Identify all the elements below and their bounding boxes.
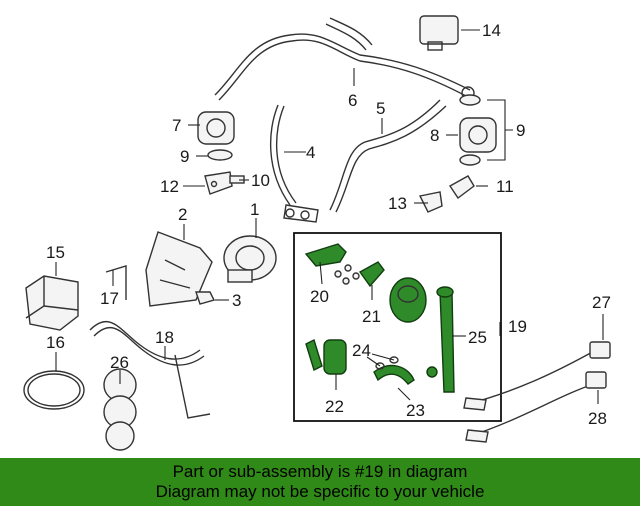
bracket-13[interactable] [418,191,443,213]
callout-8: 8 [430,126,439,145]
gasket-9-lower[interactable] [459,154,481,166]
assembly-19-box[interactable] [293,232,502,422]
callout-22: 22 [325,397,344,416]
callout-9-left: 9 [180,147,189,166]
pipe-25[interactable] [426,286,455,393]
callout-24: 24 [352,341,371,360]
callout-2: 2 [178,205,187,224]
gasket-9-upper[interactable] [459,94,481,106]
clip-24[interactable] [375,356,399,370]
callout-25: 25 [468,328,487,347]
hose-4[interactable] [269,104,319,223]
bracket-11[interactable] [448,175,475,200]
callout-17: 17 [100,289,119,308]
bracket-12[interactable] [204,171,233,195]
callout-4: 4 [306,143,315,162]
callout-18: 18 [155,328,174,347]
callout-6: 6 [348,91,357,110]
callout-13: 13 [388,194,407,213]
hose-5[interactable] [329,99,447,213]
callout-labels: 1 2 3 4 5 6 7 8 9 9 10 11 12 13 14 15 16… [46,21,611,428]
gasket-9-left[interactable] [207,149,233,161]
leader-lines [55,29,604,404]
callout-27: 27 [592,293,611,312]
banner-line-1: Part or sub-assembly is #19 in diagram [172,462,468,481]
hose-23[interactable] [373,364,415,385]
callout-9-right: 9 [516,121,525,140]
oxygen-sensor-28[interactable] [465,371,607,443]
callout-15: 15 [46,243,65,262]
oxygen-sensor-27[interactable] [463,341,611,411]
air-pump-1[interactable] [223,235,277,283]
callout-19: 19 [508,317,527,336]
info-banner: Part or sub-assembly is #19 in diagram D… [0,458,640,506]
pump-body[interactable] [389,277,427,323]
filter-box-15[interactable] [25,275,79,331]
hose-18[interactable] [89,320,211,419]
sensor-14[interactable] [419,15,459,51]
valve-8[interactable] [459,117,497,153]
bolts-group[interactable] [334,264,360,285]
callout-1: 1 [250,200,259,219]
callout-20: 20 [310,287,329,306]
callout-12: 12 [160,177,179,196]
callout-3: 3 [232,291,241,310]
callout-23: 23 [406,401,425,420]
valve-7[interactable] [197,111,235,145]
callout-21: 21 [362,307,381,326]
callout-26: 26 [110,353,129,372]
callout-14: 14 [482,21,501,40]
callout-11: 11 [496,177,514,196]
callout-16: 16 [46,333,65,352]
banner-line-2: Diagram may not be specific to your vehi… [155,482,485,501]
bracket-20[interactable] [304,243,347,267]
bellows-26[interactable] [103,368,137,451]
heat-shield-2[interactable] [145,231,213,307]
callout-28: 28 [588,409,607,428]
valve-22[interactable] [305,339,347,375]
callout-7: 7 [172,116,181,135]
bracket-21[interactable] [358,261,385,288]
bolt-3[interactable] [195,291,216,305]
seal-ring-16[interactable] [23,370,85,410]
callout-10: 10 [251,171,270,190]
callout-5: 5 [376,99,385,118]
parts-diagram: 1 2 3 4 5 6 7 8 9 9 10 11 12 13 14 15 16… [23,15,611,451]
